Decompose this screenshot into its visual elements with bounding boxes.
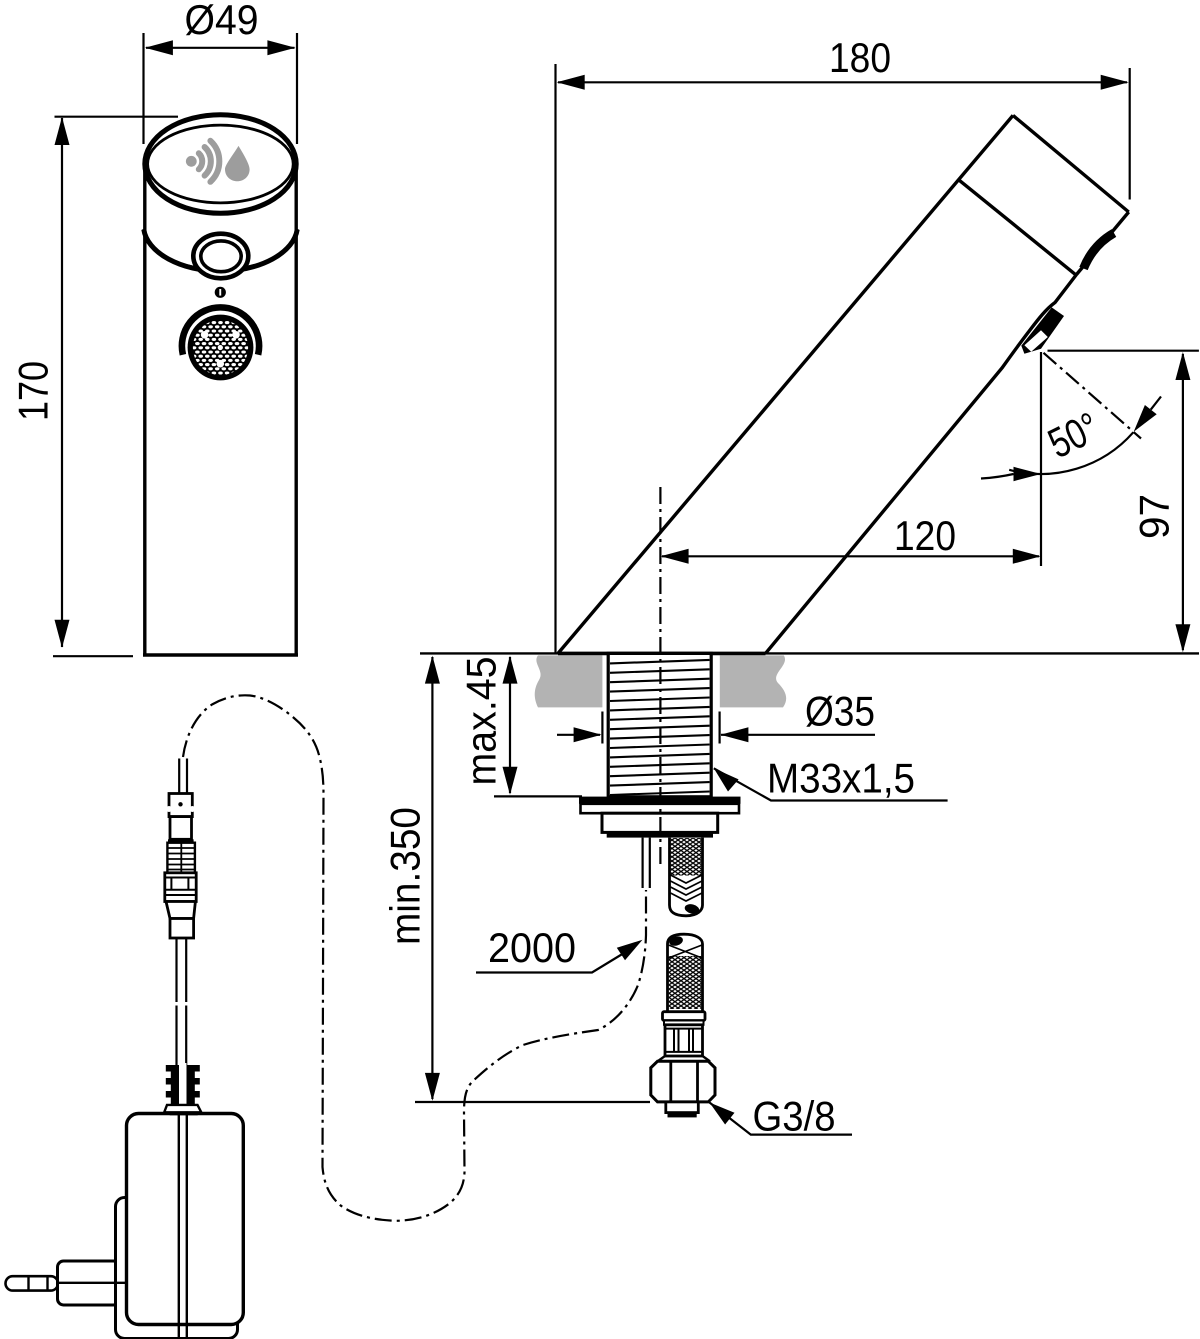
svg-text:Ø35: Ø35 [805, 688, 875, 735]
svg-text:180: 180 [829, 34, 891, 81]
svg-text:97: 97 [1131, 494, 1178, 539]
svg-text:Ø49: Ø49 [185, 0, 259, 43]
svg-text:M33x1,5: M33x1,5 [767, 755, 915, 802]
svg-text:max.45: max.45 [458, 657, 505, 786]
svg-text:G3/8: G3/8 [753, 1093, 836, 1140]
svg-text:2000: 2000 [488, 924, 576, 971]
svg-text:170: 170 [10, 361, 57, 421]
svg-text:min.350: min.350 [382, 807, 429, 945]
svg-text:120: 120 [894, 512, 956, 559]
